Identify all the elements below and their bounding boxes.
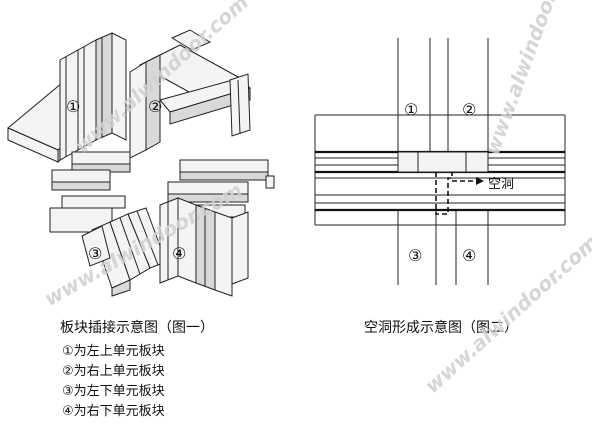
figure2-label-4: ④: [462, 246, 477, 265]
legend-item-2: ②为右上单元板块: [62, 364, 165, 379]
figure2-void-label: 空洞: [488, 177, 515, 192]
figure1-label-1: ①: [66, 97, 81, 116]
figure2-label-2: ②: [462, 100, 477, 119]
figure1-panel-3: [49, 207, 167, 297]
figure2-drawing: [314, 38, 566, 285]
figure1-panel-4: [159, 197, 249, 297]
figure1-caption: 板块插接示意图（图一）: [60, 320, 214, 336]
legend-item-4: ④为右下单元板块: [62, 404, 165, 419]
figure1-label-4: ④: [172, 244, 187, 263]
figure1-panel-2: [129, 29, 251, 159]
figure1-drawing: [7, 29, 275, 297]
figure1-label-2: ②: [148, 97, 163, 116]
figure2-label-1: ①: [404, 100, 419, 119]
figure2-caption: 空洞形成示意图（图二）: [364, 320, 518, 336]
figure1-label-3: ③: [88, 244, 103, 263]
figure2-vertical-mullions: [397, 38, 489, 285]
figure2-label-3: ③: [408, 246, 423, 265]
figure1-panel-1: [7, 32, 127, 164]
figure2-transom: [315, 150, 565, 212]
legend-item-3: ③为左下单元板块: [62, 384, 165, 399]
figure2-void: [435, 172, 484, 215]
legend-item-1: ①为左上单元板块: [62, 344, 165, 359]
